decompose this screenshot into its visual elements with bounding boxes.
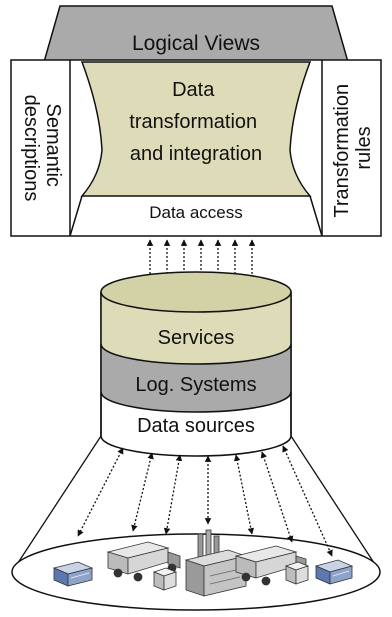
office-icon xyxy=(52,561,94,587)
source-icons xyxy=(52,529,354,597)
logical-views-label: Logical Views xyxy=(132,32,260,55)
semantic-descriptions-label: Semantic descriptions xyxy=(20,95,64,202)
svg-text:Transformation rules: Transformation rules xyxy=(331,78,375,217)
logical-views-banner: Logical Views xyxy=(43,5,349,63)
right-label-line-2: rules xyxy=(353,126,375,169)
center-line-2: transformation xyxy=(129,111,257,133)
center-line-1: Data xyxy=(172,79,215,101)
source-arrow xyxy=(163,454,183,535)
transformation-rules-label: Transformation rules xyxy=(331,78,375,218)
factory-icon xyxy=(184,529,248,597)
left-label-line-2: descriptions xyxy=(20,95,42,202)
transformation-box: Data transformation and integration Sema… xyxy=(10,59,382,237)
services-label: Services xyxy=(158,327,235,349)
right-label-line-1: Transformation xyxy=(331,84,353,218)
data-access-label: Data access xyxy=(149,203,243,222)
svg-text:Semantic descriptions: Semantic descriptions xyxy=(20,95,64,202)
center-line-3: and integration xyxy=(130,143,262,165)
source-arrow xyxy=(233,454,255,535)
truck-icon xyxy=(106,541,181,582)
log-systems-label: Log. Systems xyxy=(135,374,256,396)
package-icon xyxy=(284,561,310,585)
data-transformation-label: Data transformation and integration xyxy=(129,79,262,165)
source-arrow xyxy=(260,451,294,543)
package-icon xyxy=(152,567,178,591)
source-arrow xyxy=(131,452,154,532)
source-arrow xyxy=(77,447,124,537)
data-sources-label: Data sources xyxy=(137,415,255,437)
office-icon xyxy=(314,559,354,585)
data-cylinder: Services Log. Systems Data sources xyxy=(100,271,292,457)
source-arrows xyxy=(77,445,333,557)
source-arrow xyxy=(282,445,333,557)
left-label-line-1: Semantic xyxy=(42,104,64,187)
